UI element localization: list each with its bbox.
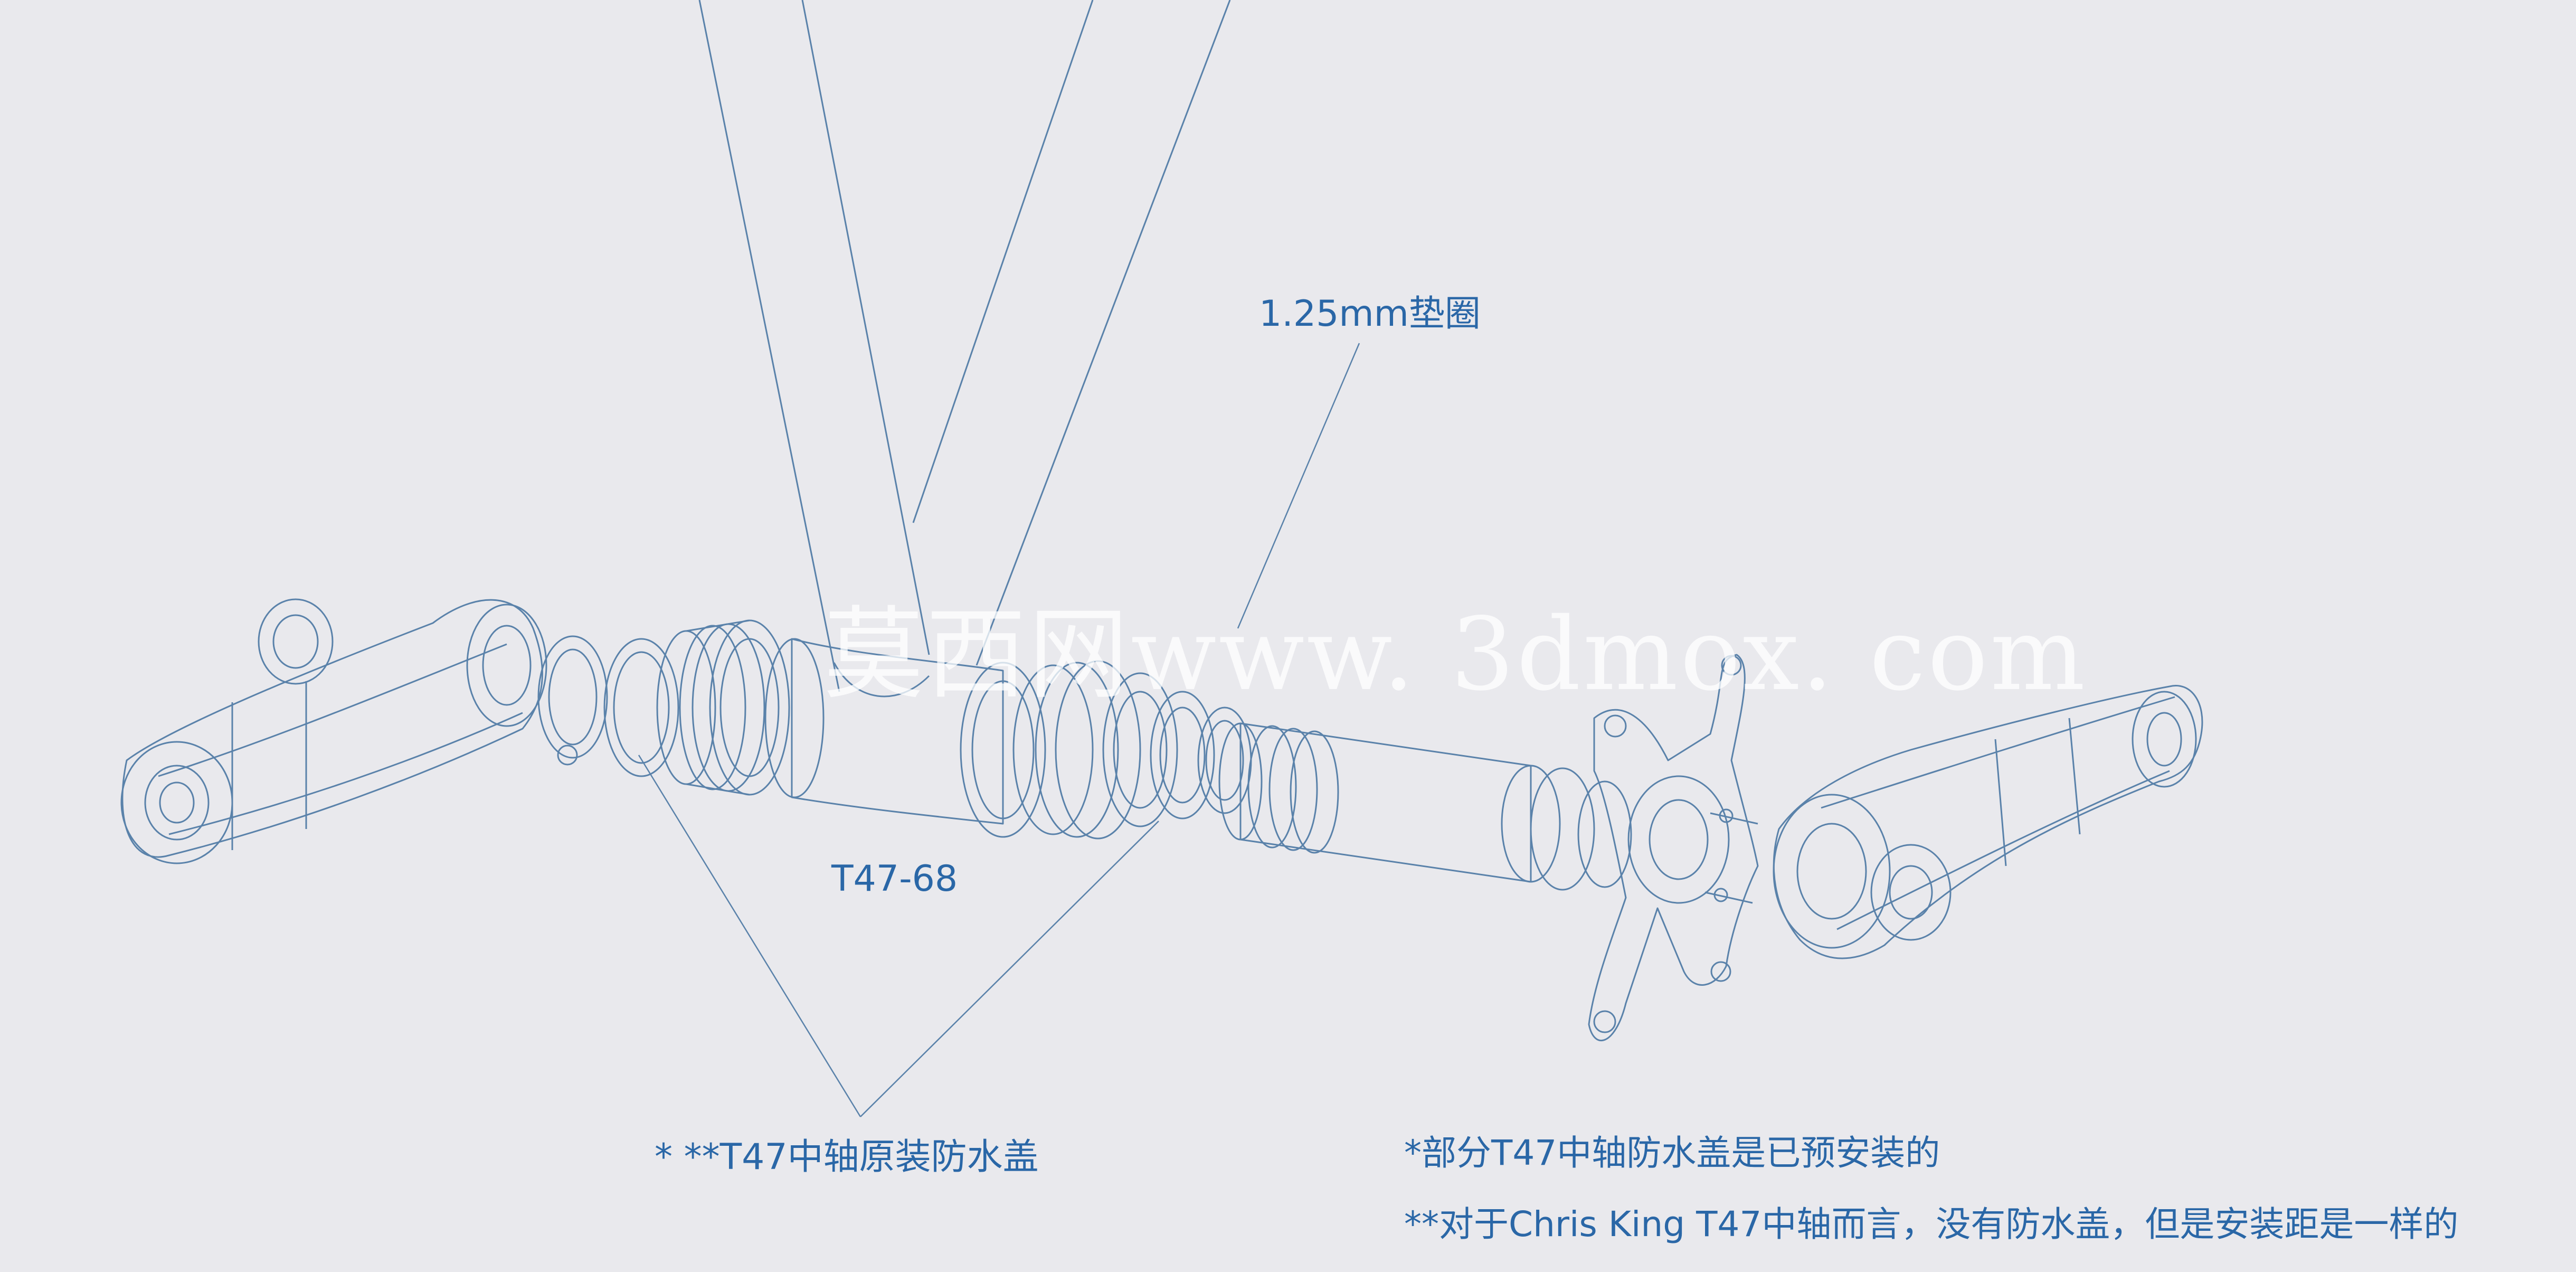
chainring-spider xyxy=(1588,654,1759,1041)
left-dust-caps xyxy=(537,635,679,777)
left-crank-arm xyxy=(120,598,547,864)
label-dust-caps: * **T47中轴原装防水盖 xyxy=(655,1136,1039,1178)
note-preinstalled: *部分T47中轴防水盖是已预安装的 xyxy=(1404,1133,1940,1173)
left-bearing-cup xyxy=(656,619,790,796)
label-spacer: 1.25mm垫圈 xyxy=(1259,293,1481,335)
note-chris-king: **对于Chris King T47中轴而言，没有防水盖，但是安装距是一样的 xyxy=(1404,1204,2459,1245)
spindle xyxy=(1218,722,1632,891)
right-crank-arm xyxy=(1773,685,2203,959)
frame-seat-tube xyxy=(698,0,1231,692)
leader-lines xyxy=(638,343,1360,1117)
watermark: 莫西网www. 3dmox. com xyxy=(823,596,2088,713)
bottom-bracket-shell xyxy=(764,638,1004,825)
label-shell: T47-68 xyxy=(831,858,958,900)
